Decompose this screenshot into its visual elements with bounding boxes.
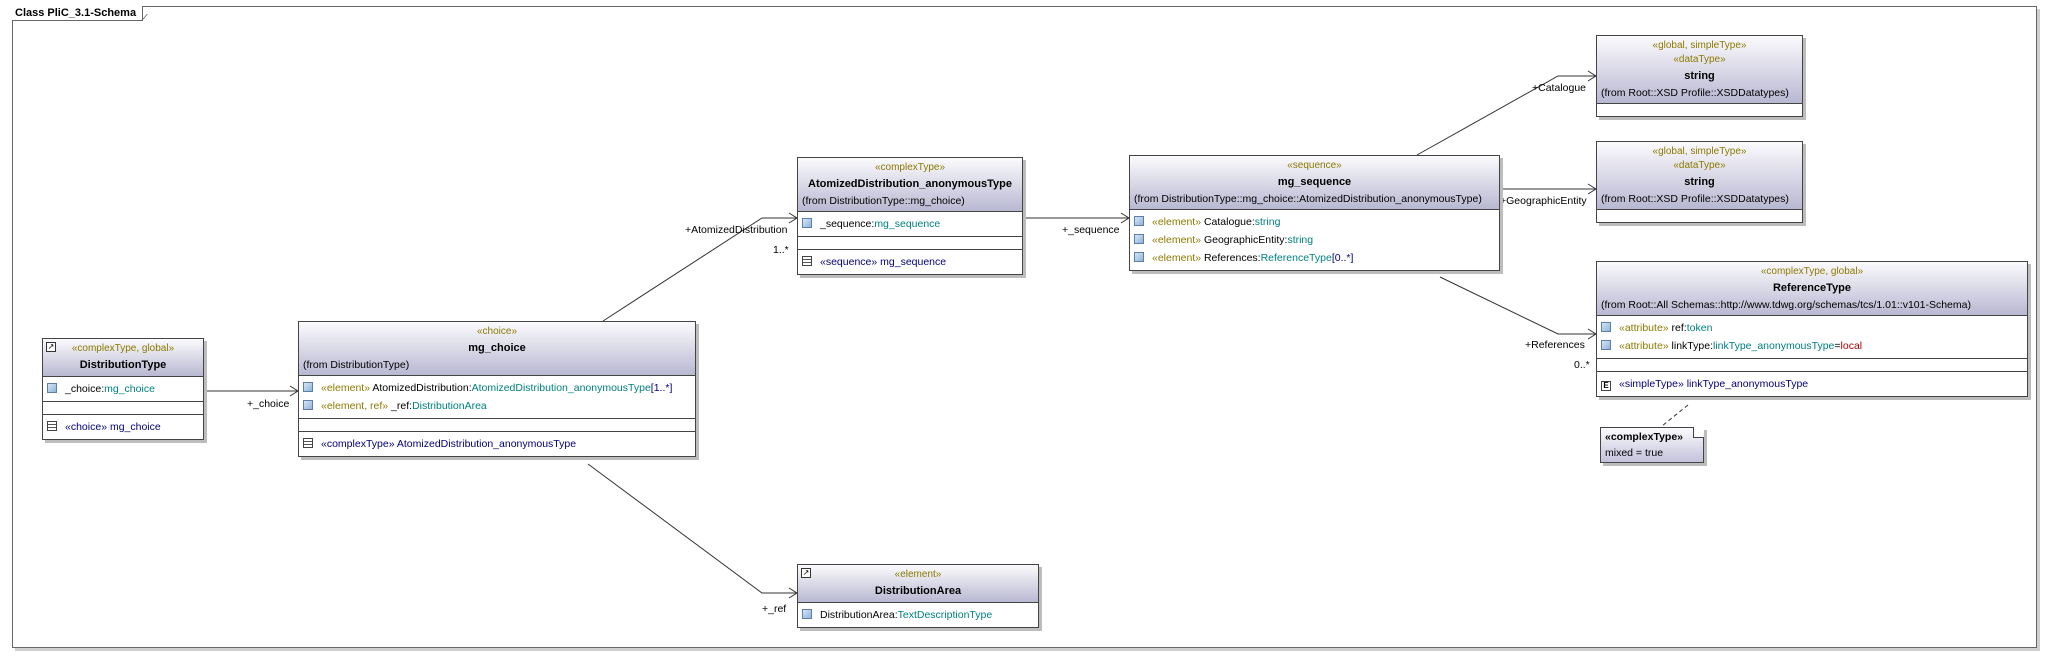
attribute-icon [1601,322,1611,332]
edge-catalogue [1416,75,1596,156]
attribute-icon [1134,216,1144,226]
class-name: string [1684,176,1715,188]
note-fold-icon [1693,427,1704,438]
attribute-icon [802,609,812,619]
class-string-2[interactable]: «global, simpleType» «dataType» string (… [1596,141,1803,223]
edge-label-geographic: +GeographicEntity [1500,195,1587,207]
operation-row[interactable]: «complexType» AtomizedDistribution_anony… [303,435,691,453]
edge-label-references: +References [1525,339,1585,351]
note-title: «complexType» [1605,431,1684,443]
stereotype: «sequence» [1287,160,1342,171]
from-package: (from DistributionType::mg_choice) [802,195,965,207]
attribute-row[interactable]: «element» References:ReferenceType[0..*] [1134,249,1495,267]
stereotype: «global, simpleType» [1652,40,1747,51]
operations-section: «choice» mg_choice [43,415,203,439]
nested-type-icon [47,421,57,431]
class-distribution-area[interactable]: ↗ «element» DistributionArea Distributio… [797,564,1039,628]
operations-section: «complexType» AtomizedDistribution_anony… [299,432,695,456]
edge-atomized [602,217,797,322]
stereotype-datatype: «dataType» [1673,54,1726,65]
stereotype-datatype: «dataType» [1673,160,1726,171]
stereotype: «complexType, global» [71,343,175,354]
attribute-row[interactable]: «element, ref» _ref:DistributionArea [303,397,691,415]
class-string-1[interactable]: «global, simpleType» «dataType» string (… [1596,35,1803,117]
edge-label-catalogue: +Catalogue [1532,82,1587,94]
attributes-section: _sequence:mg_sequence [798,212,1022,237]
class-atomized-distribution[interactable]: «complexType» AtomizedDistribution_anony… [797,157,1023,275]
attribute-icon [303,382,313,392]
edge-label-sequence: +_sequence [1062,224,1120,236]
operations-section: E«simpleType» linkType_anonymousType [1597,372,2027,396]
class-name: string [1684,70,1715,82]
class-name: mg_choice [468,342,526,354]
empty-section [299,419,695,432]
edge-mult-atomized: 1..* [773,244,789,256]
attribute-row[interactable]: «attribute» ref:token [1601,319,2023,337]
from-package: (from Root::XSD Profile::XSDDatatypes) [1601,87,1789,99]
edge-label-ref: +_ref [762,603,787,615]
nested-type-icon [802,256,812,266]
nested-type-icon [303,438,313,448]
attribute-icon [303,400,313,410]
stereotype: «global, simpleType» [1652,146,1747,157]
empty-section [43,402,203,415]
stereotype: «element» [894,569,942,580]
diagram-frame-title: Class PliC_3.1-Schema [12,6,144,21]
stereotype: «complexType» [874,162,946,173]
class-distribution-type[interactable]: ↗ «complexType, global» DistributionType… [42,338,204,440]
empty-section [1597,359,2027,372]
edge-label-choice: +_choice [247,398,290,410]
class-name: ReferenceType [1772,282,1852,294]
empty-section [798,237,1022,250]
attributes-section: DistributionArea:TextDescriptionType [798,603,1038,627]
class-name: mg_sequence [1277,176,1352,188]
note-body: mixed = true [1605,447,1664,459]
stereotype: «choice» [476,326,518,337]
edge-ref [587,463,797,594]
attribute-icon [1134,234,1144,244]
operation-row[interactable]: «choice» mg_choice [47,418,199,436]
from-package: (from Root::All Schemas::http://www.tdwg… [1601,299,1971,311]
attribute-row[interactable]: «element» GeographicEntity:string [1134,231,1495,249]
stereotype: «complexType, global» [1760,266,1864,277]
attributes-section: «element» AtomizedDistribution:AtomizedD… [299,376,695,419]
attribute-row[interactable]: _choice:mg_choice [47,380,199,398]
class-name: DistributionArea [874,585,962,597]
attribute-icon [802,218,812,228]
attribute-icon [1601,340,1611,350]
class-name: AtomizedDistribution_anonymousType [808,178,1012,190]
class-mg-sequence[interactable]: «sequence» mg_sequence (from Distributio… [1129,155,1500,271]
empty-section [1597,104,1802,116]
class-reference-type[interactable]: «complexType, global» ReferenceType (fro… [1596,261,2028,397]
operation-row[interactable]: «sequence» mg_sequence [802,253,1018,271]
attribute-icon [1134,252,1144,262]
element-link-icon: ↗ [801,568,811,578]
note-anchor [1661,404,1689,427]
attribute-icon [47,383,57,393]
from-package: (from Root::XSD Profile::XSDDatatypes) [1601,193,1789,205]
element-link-icon: ↗ [46,342,56,352]
from-package: (from DistributionType) [303,359,410,371]
attribute-row[interactable]: _sequence:mg_sequence [802,215,1018,233]
enumeration-icon: E [1601,381,1611,391]
attributes-section: _choice:mg_choice [43,377,203,402]
attributes-section: «element» Catalogue:string «element» Geo… [1130,210,1499,270]
attribute-row[interactable]: «attribute» linkType:linkType_anonymousT… [1601,337,2023,355]
class-mg-choice[interactable]: «choice» mg_choice (from DistributionTyp… [298,321,696,457]
edge-mult-references: 0..* [1574,359,1590,371]
class-name: DistributionType [79,359,167,371]
attributes-section: «attribute» ref:token «attribute» linkTy… [1597,316,2027,359]
from-package: (from DistributionType::mg_choice::Atomi… [1134,193,1482,205]
edge-label-atomized: +AtomizedDistribution [685,224,788,236]
attribute-row[interactable]: «element» Catalogue:string [1134,213,1495,231]
attribute-row[interactable]: DistributionArea:TextDescriptionType [802,606,1034,624]
operation-row[interactable]: E«simpleType» linkType_anonymousType [1601,375,2023,393]
operations-section: «sequence» mg_sequence [798,250,1022,274]
empty-section [1597,210,1802,222]
note-complextype[interactable]: «complexType» mixed = true [1600,427,1704,463]
attribute-row[interactable]: «element» AtomizedDistribution:AtomizedD… [303,379,691,397]
edge-references [1439,276,1596,335]
